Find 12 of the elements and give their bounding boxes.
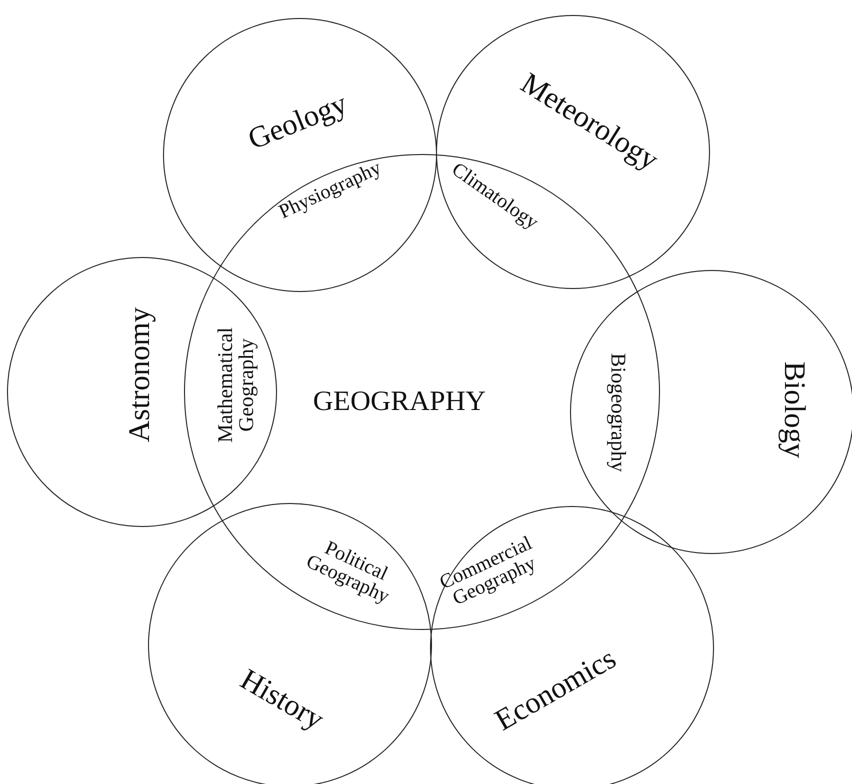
overlap-label: Mathematical Geography [215,326,257,445]
subject-circle [436,15,710,289]
subject-label: GEOGRAPHY [313,387,486,416]
subject-circle [148,503,432,784]
subject-circle [163,18,437,292]
overlap-label: Biogeography [608,352,628,474]
subject-label: Astronomy [124,306,156,442]
subject-label: Biology [778,360,810,458]
subject-label: Geology [244,87,352,156]
subject-circle [7,257,277,527]
subject-circle [570,270,852,554]
subject-circle [430,506,714,784]
